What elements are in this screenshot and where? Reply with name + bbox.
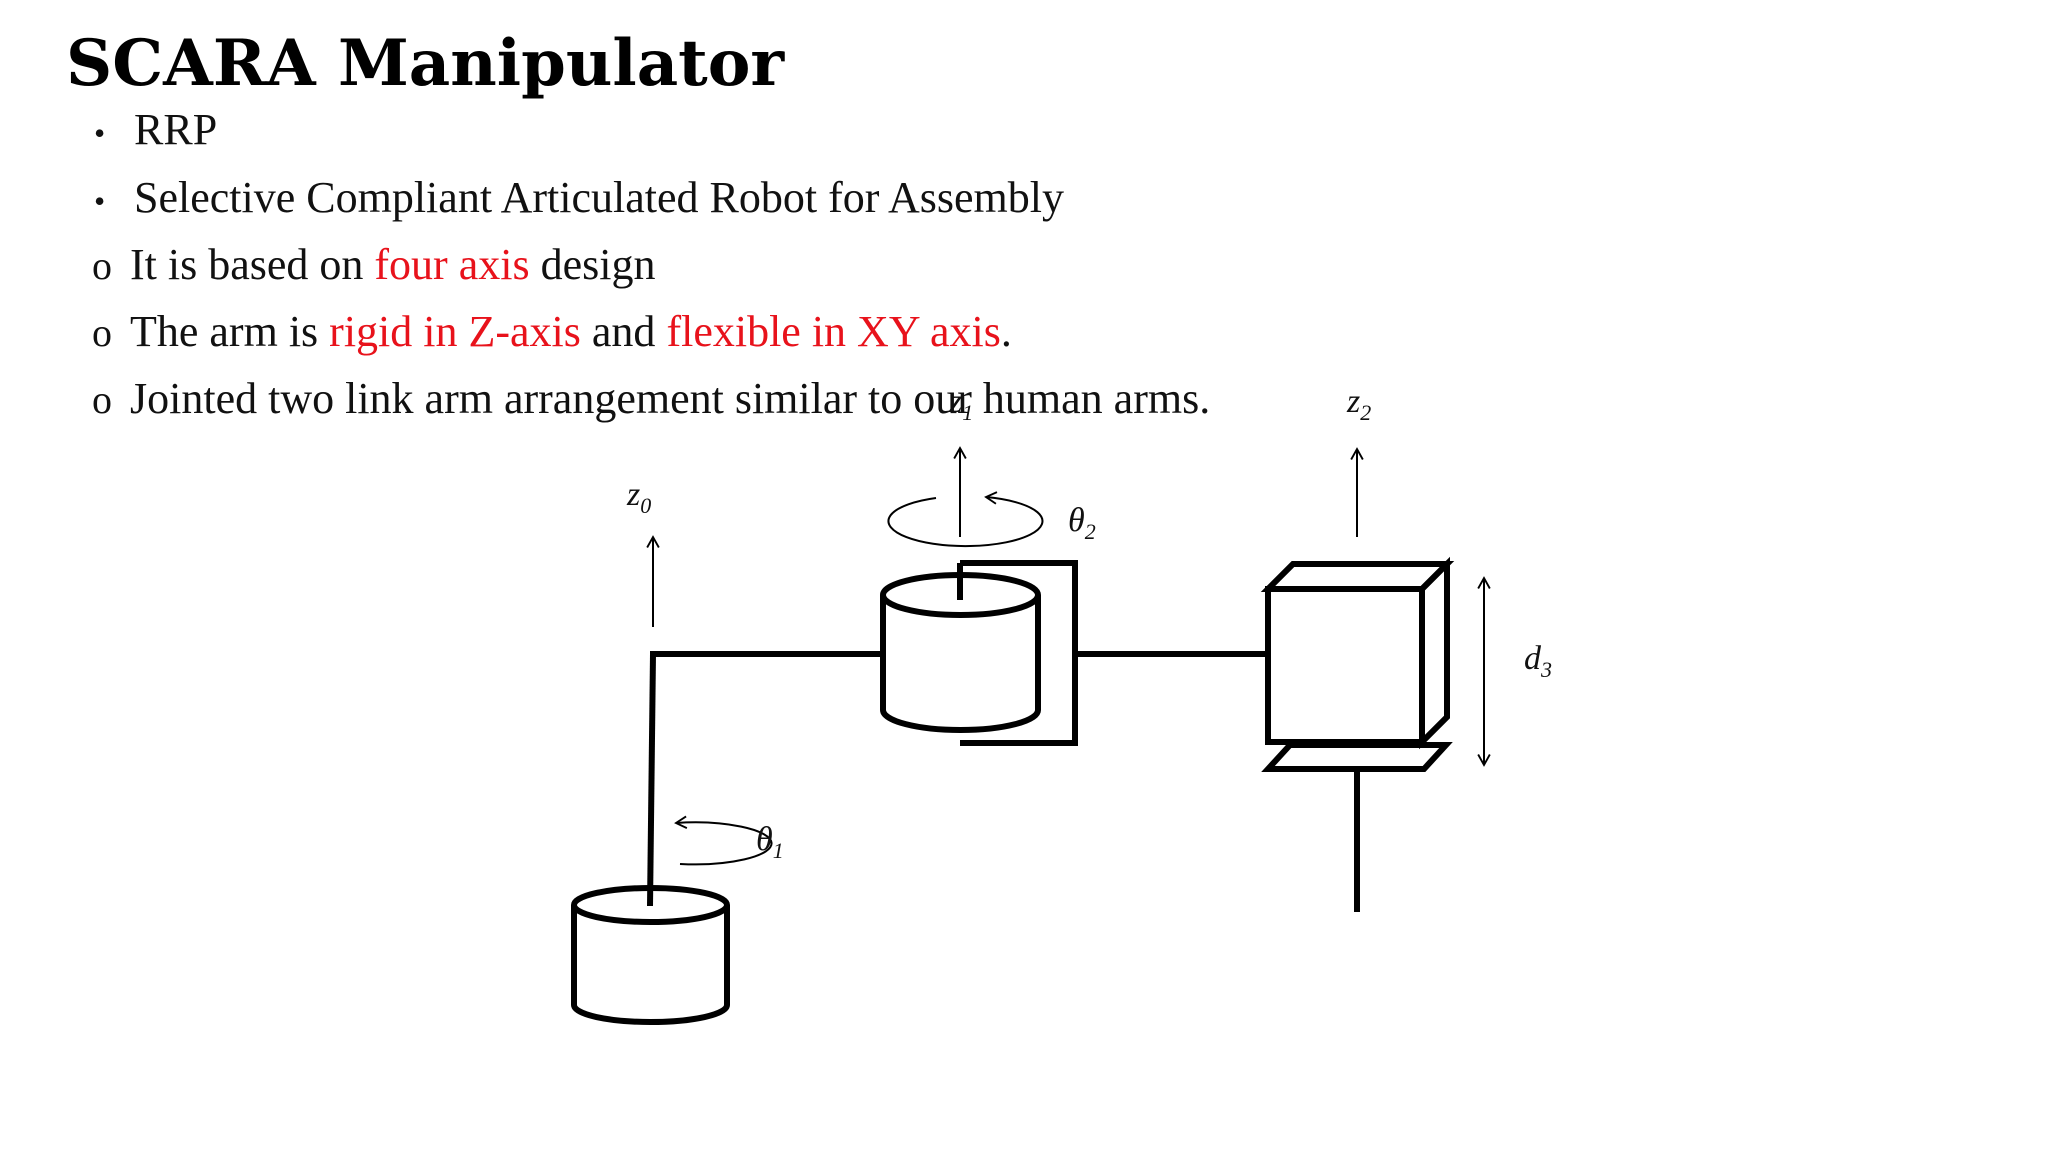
- d3-label: d3: [1524, 640, 1552, 682]
- highlight-text: flexible in XY axis: [666, 307, 1001, 356]
- bullet-text: RRP: [134, 105, 218, 154]
- bullet-item-rrp: • RRP: [92, 100, 217, 160]
- bullet-text: Jointed two link arm arrangement similar…: [130, 374, 1211, 423]
- slide-title: SCARA Manipulator: [66, 26, 785, 101]
- highlight-text: four axis: [374, 240, 530, 289]
- prismatic-joint-box: [1260, 556, 1455, 912]
- bullet-text: and: [580, 307, 667, 356]
- base-cylinder: [571, 885, 730, 1025]
- bullet-text: .: [1000, 307, 1012, 356]
- bullet-marker: o: [92, 310, 112, 355]
- bullet-item-scara-definition: • Selective Compliant Articulated Robot f…: [92, 168, 1064, 228]
- bullet-marker: •: [94, 115, 106, 151]
- joint-2-cylinder: [880, 560, 1078, 746]
- theta2-rotation-arrow: [887, 491, 1044, 548]
- bullet-text: The arm is: [130, 307, 330, 356]
- bullet-marker: •: [94, 183, 106, 219]
- z1-label: z1: [948, 383, 973, 425]
- z2-label: z2: [1346, 383, 1371, 425]
- highlight-text: rigid in Z-axis: [329, 307, 581, 356]
- bullet-text: It is based on: [130, 240, 375, 289]
- bullet-item-two-link-arm: o Jointed two link arm arrangement simila…: [92, 369, 1210, 429]
- link-1: [647, 651, 883, 907]
- theta1-label: θ1: [756, 821, 784, 863]
- bullet-marker: o: [92, 243, 112, 288]
- bullet-item-rigid-flexible: o The arm is rigid in Z-axis and flexible…: [92, 302, 1012, 362]
- bullet-text: Selective Compliant Articulated Robot fo…: [134, 173, 1064, 222]
- bullet-marker: o: [92, 377, 112, 422]
- z0-label: z0: [626, 476, 651, 518]
- bullet-item-four-axis: o It is based on four axis design: [92, 235, 655, 295]
- theta2-label: θ2: [1068, 502, 1096, 544]
- theta1-rotation-arrow: [674, 815, 773, 866]
- bullet-text: design: [529, 240, 656, 289]
